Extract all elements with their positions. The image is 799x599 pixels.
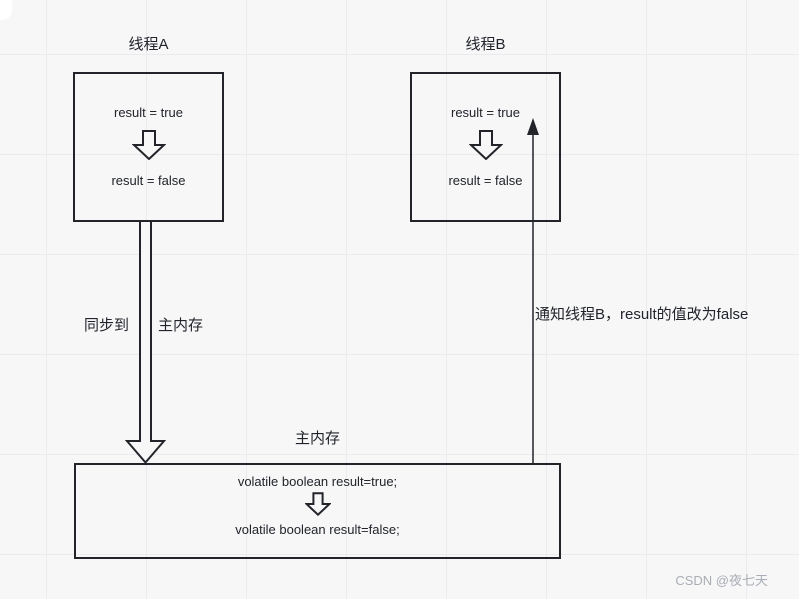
thread-a-box: result = true result = false xyxy=(73,72,224,222)
main-memory-statement-before: volatile boolean result=true; xyxy=(237,474,398,489)
thread-b-title: 线程B xyxy=(465,36,506,53)
thread-a-title: 线程A xyxy=(128,36,169,53)
main-memory-title: 主内存 xyxy=(294,430,340,447)
thread-b-box: result = true result = false xyxy=(410,72,561,222)
down-arrow-icon xyxy=(468,130,503,160)
sync-arrow-label-right: 主内存 xyxy=(158,317,204,334)
thread-a-state-before: result = true xyxy=(113,105,183,120)
thread-b-state-before: result = true xyxy=(450,105,520,120)
down-arrow-icon xyxy=(304,492,331,516)
thread-b-state-after: result = false xyxy=(448,173,523,188)
main-memory-statement-after: volatile boolean result=false; xyxy=(235,522,400,537)
toolbar-corner-fragment xyxy=(0,0,12,20)
down-arrow-icon xyxy=(131,130,166,160)
main-memory-box: volatile boolean result=true; volatile b… xyxy=(74,463,561,559)
sync-arrow-label-left: 同步到 xyxy=(84,317,130,334)
sync-to-memory-arrow xyxy=(124,222,167,465)
notify-arrow-label: 通知线程B，result的值改为false xyxy=(535,306,749,323)
thread-a-state-after: result = false xyxy=(111,173,186,188)
watermark: CSDN @夜七天 xyxy=(675,573,768,588)
